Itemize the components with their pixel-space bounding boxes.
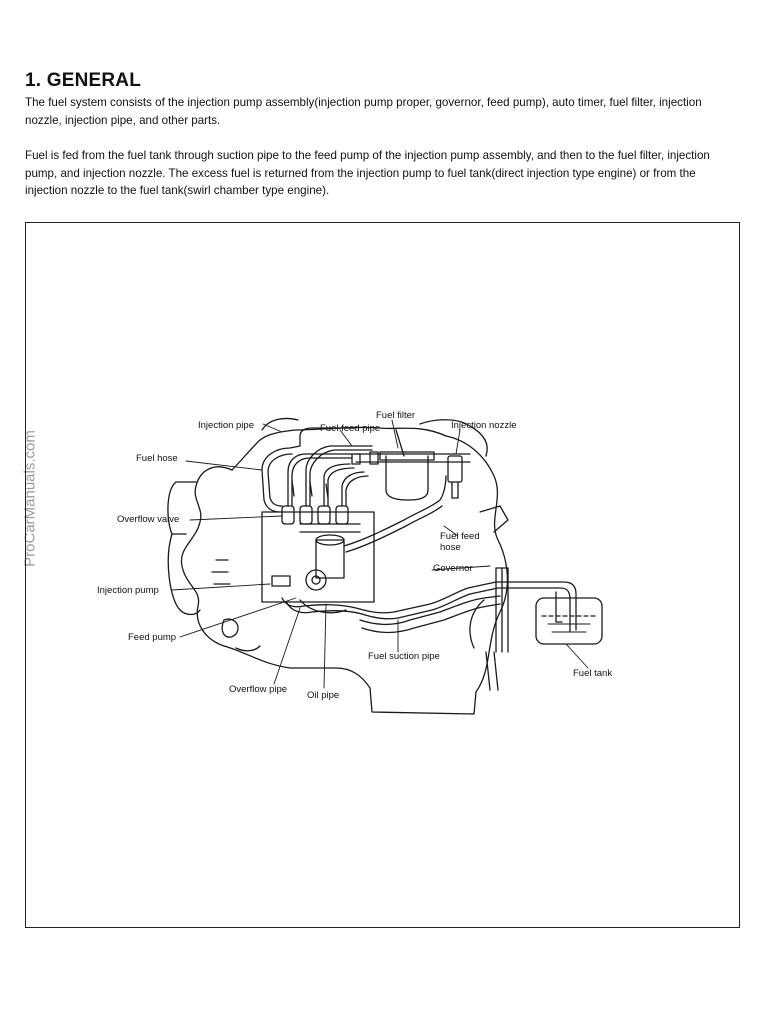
label-oil-pipe: Oil pipe — [307, 690, 339, 701]
leader-lines — [171, 419, 589, 689]
fuel-flow-paragraph: Fuel is fed from the fuel tank through s… — [25, 149, 710, 197]
injection-nozzles — [351, 451, 471, 499]
label-injection-nozzle: Injection nozzle — [451, 420, 516, 431]
label-fuel-suction-pipe: Fuel suction pipe — [368, 651, 440, 662]
label-fuel-filter: Fuel filter — [376, 410, 415, 421]
fuel-filter — [379, 429, 435, 501]
fuel-tank — [535, 597, 603, 645]
label-feed-pump: Feed pump — [128, 632, 176, 643]
label-fuel-tank: Fuel tank — [573, 668, 612, 679]
label-fuel-feed-hose-line1: Fuel feed — [440, 531, 480, 542]
label-governor: Governor — [433, 563, 473, 574]
fuel-lines-to-tank — [281, 567, 577, 653]
section-heading: 1. GENERAL — [25, 70, 142, 91]
fuel-hose — [261, 469, 283, 513]
label-injection-pipe: Injection pipe — [198, 420, 254, 431]
injection-pump-body — [261, 511, 375, 603]
label-overflow-valve: Overflow valve — [117, 514, 179, 525]
diagram-frame — [25, 222, 740, 928]
injection-pipes — [261, 427, 373, 525]
label-overflow-pipe: Overflow pipe — [229, 684, 287, 695]
label-fuel-hose: Fuel hose — [136, 453, 178, 464]
intro-paragraph: The fuel system consists of the injectio… — [25, 96, 702, 127]
fuel-feed-hose — [343, 475, 447, 553]
engine-outline — [167, 417, 509, 715]
label-fuel-feed-pipe: Fuel feed pipe — [320, 423, 380, 434]
label-fuel-feed-hose-line2: hose — [440, 542, 461, 553]
label-injection-pump: Injection pump — [97, 585, 159, 596]
